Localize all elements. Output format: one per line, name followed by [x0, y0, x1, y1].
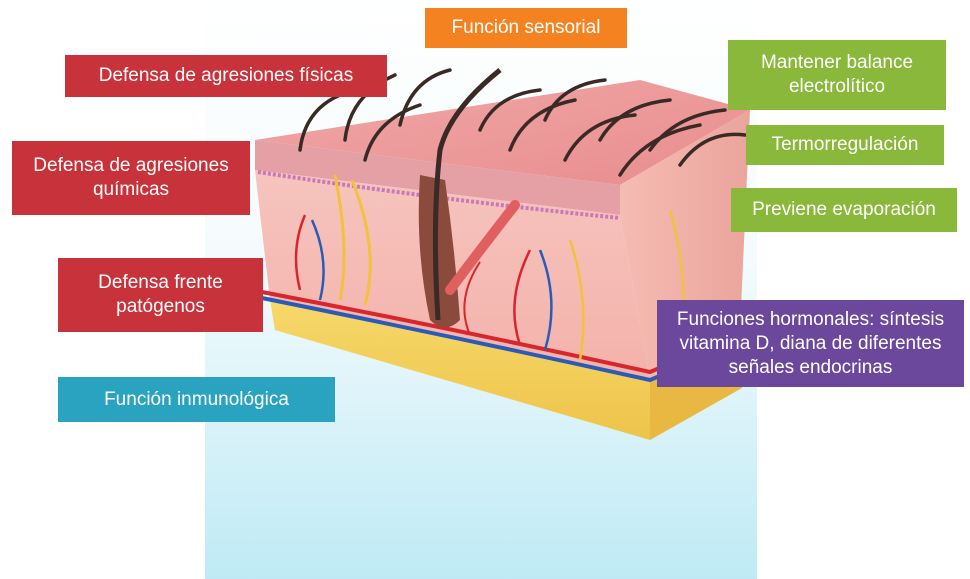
- label-immune-function: Función inmunológica: [58, 377, 335, 422]
- label-electrolyte-balance: Mantener balance electrolítico: [728, 40, 946, 110]
- label-evaporation-prevention: Previene evaporación: [731, 188, 957, 232]
- label-thermoregulation: Termorregulación: [746, 125, 944, 165]
- label-chemical-defense: Defensa de agresiones químicas: [12, 141, 250, 215]
- label-sensory-function: Función sensorial: [425, 8, 627, 48]
- label-hormonal-functions: Funciones hormonales: síntesis vitamina …: [657, 300, 964, 387]
- label-physical-defense: Defensa de agresiones físicas: [65, 55, 387, 97]
- label-pathogen-defense: Defensa frente patógenos: [58, 258, 263, 332]
